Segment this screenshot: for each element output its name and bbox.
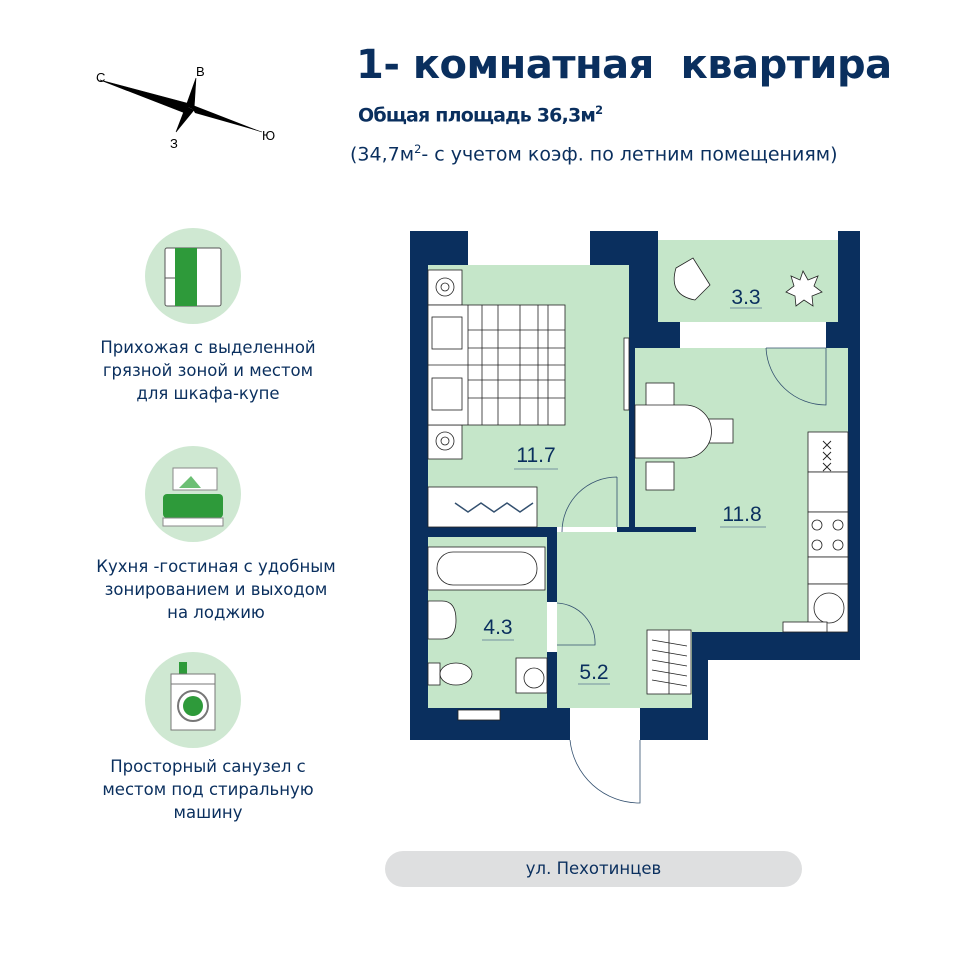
bed-icon — [427, 269, 566, 460]
toilet-icon — [427, 662, 473, 686]
coef-suffix: - с учетом коэф. по летним помещениям) — [421, 143, 838, 166]
coef-superscript: 2 — [414, 142, 422, 156]
hob-icon — [822, 440, 832, 472]
feature-line: Прихожая с выделенной — [100, 338, 316, 357]
feature-hallway: Прихожая с выделенной грязной зоной и ме… — [78, 336, 338, 405]
door-bedroom — [561, 476, 618, 533]
door-bathroom — [556, 602, 596, 646]
plant-icon — [785, 270, 823, 307]
feature-line: Кухня -гостиная с удобным — [96, 557, 336, 576]
door-entrance — [569, 739, 641, 804]
feature-line: местом под стиральную — [102, 780, 314, 799]
street-label: ул. Пехотинцев — [385, 851, 802, 887]
shoe-cabinet-icon — [646, 629, 692, 695]
doors — [556, 347, 827, 804]
feature-line: для шкафа-купе — [136, 384, 280, 403]
coef-prefix: (34,7м — [350, 143, 415, 166]
kitchen-counter-icon — [782, 431, 849, 633]
feature-line: Просторный санузел с — [110, 757, 306, 776]
armchair-icon — [673, 257, 711, 301]
dining-table-icon — [634, 382, 734, 491]
washing-machine-icon — [145, 652, 241, 748]
radiator-icon — [457, 709, 501, 721]
tv-icon — [623, 337, 630, 411]
area-with-coefficient: (34,7м2- с учетом коэф. по летним помеще… — [350, 142, 838, 165]
bathtub-icon — [427, 546, 546, 591]
room-area-hallway: 5.2 — [579, 661, 608, 684]
feature-line: машину — [173, 803, 243, 822]
wardrobe-icon — [145, 228, 241, 324]
total-area-text: Общая площадь 36,3м — [358, 104, 596, 127]
total-area: Общая площадь 36,3м2 — [358, 103, 603, 127]
walls — [410, 231, 860, 740]
feature-line: грязной зоной и местом — [102, 361, 314, 380]
feature-kitchen: Кухня -гостиная с удобным зонированием и… — [86, 555, 346, 624]
room-area-bedroom: 11.7 — [516, 444, 555, 467]
door-balcony — [765, 347, 827, 406]
feature-bathroom: Просторный санузел с местом под стиральн… — [78, 755, 338, 824]
room-area-bathroom: 4.3 — [483, 616, 512, 639]
area-superscript: 2 — [595, 103, 603, 117]
room-area-kitchen: 11.8 — [722, 503, 761, 526]
room-area-balcony: 3.3 — [731, 286, 760, 309]
sofa-icon — [145, 446, 241, 542]
feature-line: на лоджию — [167, 603, 265, 622]
washing-machine-plan-icon — [515, 657, 548, 694]
sink-icon — [427, 600, 457, 640]
page-title: 1- комнатная квартира — [356, 42, 892, 88]
feature-line: зонированием и выходом — [104, 580, 328, 599]
wardrobe-hangers-icon — [427, 486, 538, 528]
